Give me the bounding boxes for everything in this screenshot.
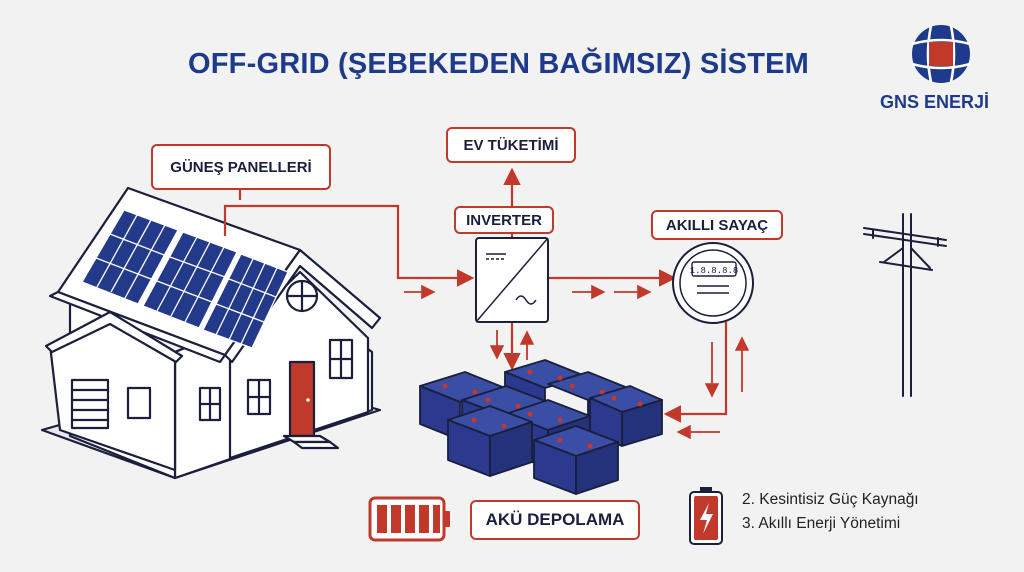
home-consumption-label: EV TÜKETİMİ xyxy=(446,127,576,163)
inverter-label: INVERTER xyxy=(454,206,554,234)
battery-level-icon xyxy=(368,496,450,542)
battery-cell xyxy=(447,405,533,477)
solar-panel-icon xyxy=(81,209,289,349)
flow-arrows xyxy=(404,284,750,440)
meter-display-text: 1.8.8.8.8 xyxy=(690,266,739,276)
brand-name: GNS ENERJİ xyxy=(880,92,990,112)
battery-cell xyxy=(533,425,619,495)
feature-item: 2. Kesintisiz Güç Kaynağı xyxy=(742,491,919,508)
battery-bolt-icon xyxy=(689,487,723,545)
battery-bank-icon xyxy=(419,359,663,495)
battery-terminals xyxy=(442,369,643,449)
battery-storage-label: AKÜ DEPOLAMA xyxy=(470,500,640,540)
power-flow-lines xyxy=(223,167,728,423)
gns-logo-icon xyxy=(911,25,971,83)
feature-list: 2. Kesintisiz Güç Kaynağı 3. Akıllı Ener… xyxy=(742,488,919,536)
utility-pole-icon xyxy=(863,213,947,397)
inverter-icon xyxy=(475,237,549,323)
feature-item: 3. Akıllı Enerji Yönetimi xyxy=(742,515,901,532)
page-title: OFF-GRID (ŞEBEKEDEN BAĞIMSIZ) SİSTEM xyxy=(188,48,810,80)
smart-meter-label: AKILLI SAYAÇ xyxy=(651,210,783,240)
solar-panels-label: GÜNEŞ PANELLERİ xyxy=(151,144,331,190)
smart-meter-icon: 1.8.8.8.8 xyxy=(672,242,754,324)
